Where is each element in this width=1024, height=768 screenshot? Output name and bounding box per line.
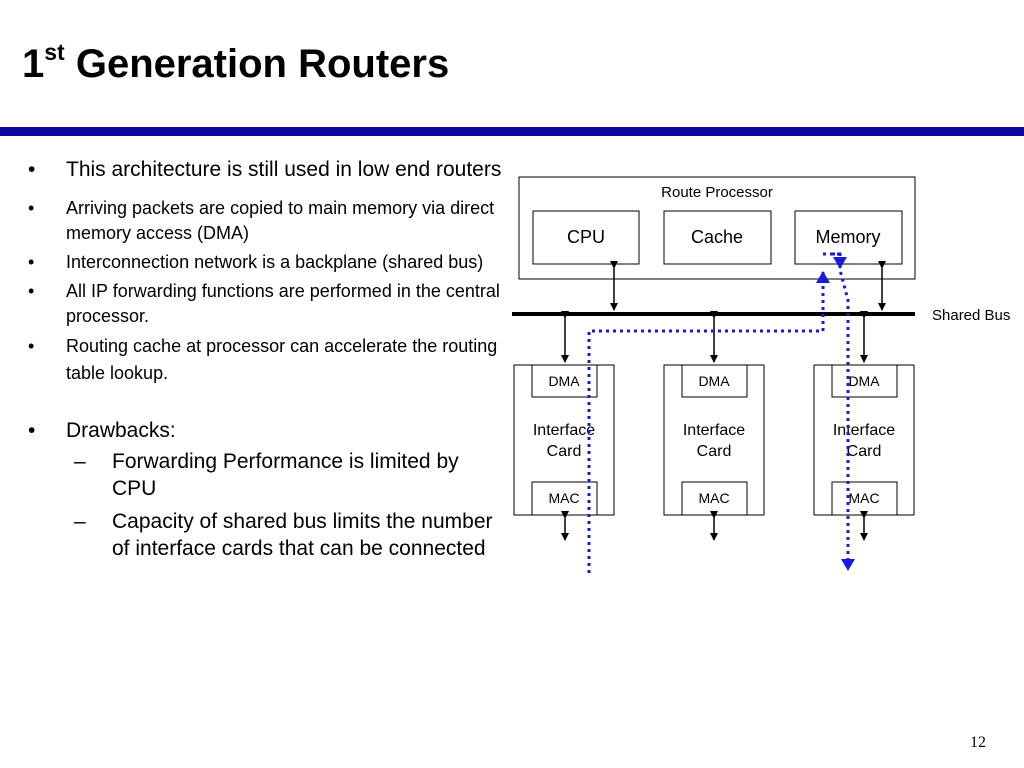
page-number: 12 — [970, 734, 986, 751]
bullet-text: Interconnection network is a backplane (… — [66, 252, 484, 272]
bullet-item: • Routing cache at processor can accelera… — [28, 333, 508, 387]
mac-label: MAC — [848, 490, 879, 506]
memory-box — [794, 210, 903, 265]
interface-card-label: Interface — [683, 422, 745, 439]
cpu-label: CPU — [567, 227, 605, 247]
sub-bullet-item: – Capacity of shared bus limits the numbe… — [66, 508, 508, 562]
title-divider — [0, 127, 1024, 136]
dma-box — [531, 364, 598, 398]
bullet-item: • Interconnection network is a backplane … — [28, 250, 508, 275]
interface-card: DMA Interface Card MAC — [813, 364, 915, 516]
bullet-text: Routing cache at processor can accelerat… — [66, 336, 498, 383]
route-processor-label: Route Processor — [661, 184, 773, 201]
shared-bus-label: Shared Bus — [932, 307, 1010, 324]
dma-label: DMA — [548, 373, 580, 389]
bullet-text: Drawbacks: — [66, 419, 176, 442]
mac-label: MAC — [698, 490, 729, 506]
bullet-marker: • — [28, 158, 36, 181]
sub-bullet-text: Forwarding Performance is limited by CPU — [112, 450, 459, 500]
cpu-box — [532, 210, 640, 265]
dma-box — [681, 364, 748, 398]
bullet-text: All IP forwarding functions are performe… — [66, 281, 500, 326]
packet-path-memory-arrow — [832, 252, 847, 269]
interface-card-label: Card — [847, 443, 882, 460]
mac-label: MAC — [548, 490, 579, 506]
packet-path-outbound — [823, 252, 855, 571]
bullet-marker: • — [28, 281, 35, 301]
drawbacks-list: – Forwarding Performance is limited by CP… — [66, 448, 508, 562]
interface-card-label: Card — [697, 443, 732, 460]
bullet-item-drawbacks: • Drawbacks: – Forwarding Performance is l… — [28, 417, 508, 562]
sub-bullet-item: – Forwarding Performance is limited by CP… — [66, 448, 508, 502]
interface-card-label: Interface — [533, 422, 595, 439]
bullet-marker: • — [28, 252, 35, 272]
sub-bullet-text: Capacity of shared bus limits the number… — [112, 510, 493, 560]
memory-label: Memory — [815, 227, 880, 247]
interface-card: DMA Interface Card MAC — [513, 364, 615, 516]
bullet-item: • Arriving packets are copied to main mem… — [28, 196, 508, 246]
slide-title: 1st Generation Routers — [22, 41, 450, 86]
interface-card-label: Card — [547, 443, 582, 460]
interface-card-label: Interface — [833, 422, 895, 439]
title-text: Generation Routers — [75, 42, 450, 86]
dma-label: DMA — [698, 373, 730, 389]
title-superscript: st — [44, 39, 65, 65]
bullet-marker: • — [28, 419, 36, 442]
bullet-item: • All IP forwarding functions are perform… — [28, 279, 508, 329]
bullet-marker: • — [28, 336, 35, 356]
dash-marker: – — [74, 450, 86, 473]
cache-box — [663, 210, 772, 265]
bullet-list: • This architecture is still used in low … — [28, 156, 508, 562]
dma-box — [831, 364, 898, 398]
title-number: 1 — [22, 42, 45, 86]
bullet-item: • This architecture is still used in low … — [28, 156, 508, 183]
dma-label: DMA — [848, 373, 880, 389]
cache-label: Cache — [691, 227, 743, 247]
dash-marker: – — [74, 510, 86, 533]
bullet-text: Arriving packets are copied to main memo… — [66, 198, 495, 243]
interface-card: DMA Interface Card MAC — [663, 364, 765, 516]
bullet-text: This architecture is still used in low e… — [66, 158, 502, 181]
route-processor-box — [518, 176, 916, 280]
bullet-marker: • — [28, 198, 35, 218]
packet-path-inbound — [587, 271, 830, 573]
